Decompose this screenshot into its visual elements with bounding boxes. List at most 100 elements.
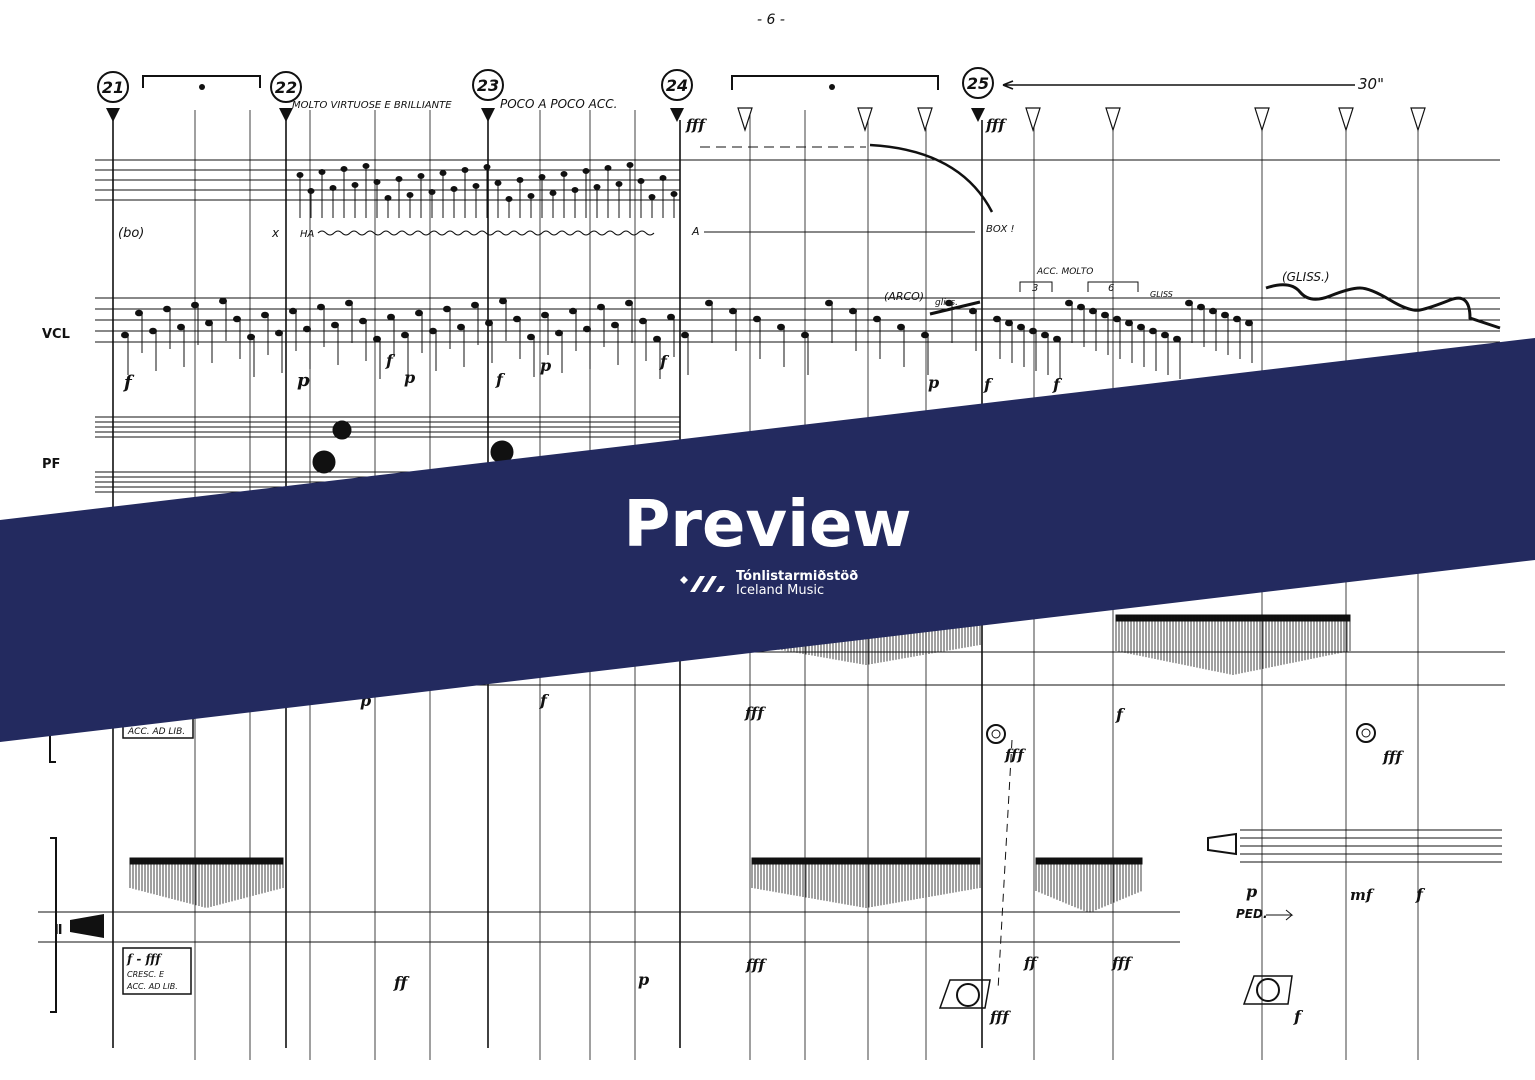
svg-text:f: f — [1052, 375, 1063, 394]
rehearsal-mark-21: 21 — [97, 71, 129, 122]
note — [897, 323, 905, 331]
svg-text:fff: fff — [1111, 954, 1133, 972]
note — [681, 331, 689, 339]
repeat-bracket — [731, 75, 939, 90]
note — [777, 323, 785, 331]
svg-text:25: 25 — [967, 74, 989, 93]
note — [1173, 335, 1181, 343]
note — [611, 321, 619, 329]
instrument-label-cello: VCL — [42, 327, 70, 342]
cluster — [129, 857, 284, 908]
note — [583, 325, 591, 333]
note — [993, 315, 1001, 323]
note — [247, 333, 255, 341]
svg-text:fff: fff — [989, 1008, 1011, 1026]
note — [1185, 299, 1193, 307]
note — [1125, 319, 1133, 327]
note — [513, 315, 521, 323]
wavy-line — [317, 230, 655, 236]
cluster — [751, 857, 981, 908]
note — [1245, 319, 1253, 327]
svg-text:6: 6 — [1108, 283, 1114, 294]
brand-logo: Tónlistarmiðstöð Iceland Music — [680, 570, 858, 598]
note — [261, 311, 269, 319]
note — [1197, 303, 1205, 311]
accent-marker — [1410, 107, 1426, 132]
note — [753, 315, 761, 323]
direction-molto: MOLTO VIRTUOSE E BRILLIANTE — [292, 100, 452, 111]
svg-text:f: f — [122, 372, 135, 393]
note — [921, 331, 929, 339]
svg-text:mf: mf — [1350, 886, 1375, 904]
accent-marker — [857, 107, 873, 132]
note — [443, 305, 451, 313]
note — [205, 319, 213, 327]
performance-box-upper: ACC. AD LIB. — [122, 715, 194, 739]
cluster — [1035, 857, 1143, 913]
text-x: x — [271, 226, 280, 240]
direction-poco: POCO A POCO ACC. — [500, 97, 617, 111]
note — [387, 313, 395, 321]
note — [849, 307, 857, 315]
note — [873, 315, 881, 323]
note — [1113, 315, 1121, 323]
piano-note — [332, 420, 352, 440]
svg-text:fff: fff — [985, 116, 1007, 134]
note — [471, 301, 479, 309]
note — [1041, 331, 1049, 339]
note — [219, 297, 227, 305]
svg-text:23: 23 — [477, 76, 499, 95]
note — [1101, 311, 1109, 319]
note — [597, 303, 605, 311]
svg-text:ff: ff — [1023, 954, 1039, 972]
svg-text:f: f — [1293, 1007, 1304, 1026]
text-arco: (ARCO) — [884, 290, 924, 303]
svg-text:ff: ff — [393, 973, 410, 992]
note — [1005, 319, 1013, 327]
piano-treble-staff — [95, 416, 680, 438]
note — [639, 317, 647, 325]
note — [163, 305, 171, 313]
svg-text:ACC. AD LIB.: ACC. AD LIB. — [126, 982, 178, 991]
duration-arrow — [1002, 80, 1355, 90]
text-gliss3: (GLISS.) — [1282, 270, 1330, 284]
svg-text:fff: fff — [745, 956, 767, 974]
voice-staff — [95, 159, 680, 201]
svg-text:p: p — [928, 373, 939, 392]
svg-text:24: 24 — [666, 76, 688, 95]
percussion-staff — [1240, 829, 1502, 863]
iceland-music-logo-icon — [680, 576, 725, 592]
note — [275, 329, 283, 337]
note — [121, 331, 129, 339]
note — [317, 303, 325, 311]
accent-marker — [1254, 107, 1270, 132]
text-bo: (bo) — [118, 226, 144, 241]
note — [1053, 335, 1061, 343]
text-acc-molto: ACC. MOLTO — [1036, 267, 1093, 277]
rehearsal-mark-23: 23 — [472, 69, 504, 122]
rehearsal-mark-22: 22 — [270, 71, 302, 122]
note — [625, 299, 633, 307]
cluster — [751, 614, 981, 665]
note — [485, 319, 493, 327]
svg-text:f: f — [539, 691, 550, 710]
svg-text:fff: fff — [1004, 746, 1026, 764]
note — [541, 311, 549, 319]
svg-text:f: f — [983, 375, 994, 394]
svg-text:p: p — [360, 691, 371, 710]
piano-note — [312, 450, 336, 474]
note — [359, 317, 367, 325]
note — [1209, 307, 1217, 315]
note — [401, 331, 409, 339]
accent-marker — [917, 107, 933, 132]
note — [415, 309, 423, 317]
preview-title: Preview — [623, 488, 912, 562]
text-gliss: gliss. — [935, 298, 958, 308]
page-number: - 6 - — [757, 12, 785, 28]
note — [373, 335, 381, 343]
brand-line-2: Iceland Music — [736, 583, 825, 598]
accent-marker — [1025, 107, 1041, 132]
note — [653, 335, 661, 343]
note — [1233, 315, 1241, 323]
svg-text:f - fff: f - fff — [126, 952, 162, 966]
